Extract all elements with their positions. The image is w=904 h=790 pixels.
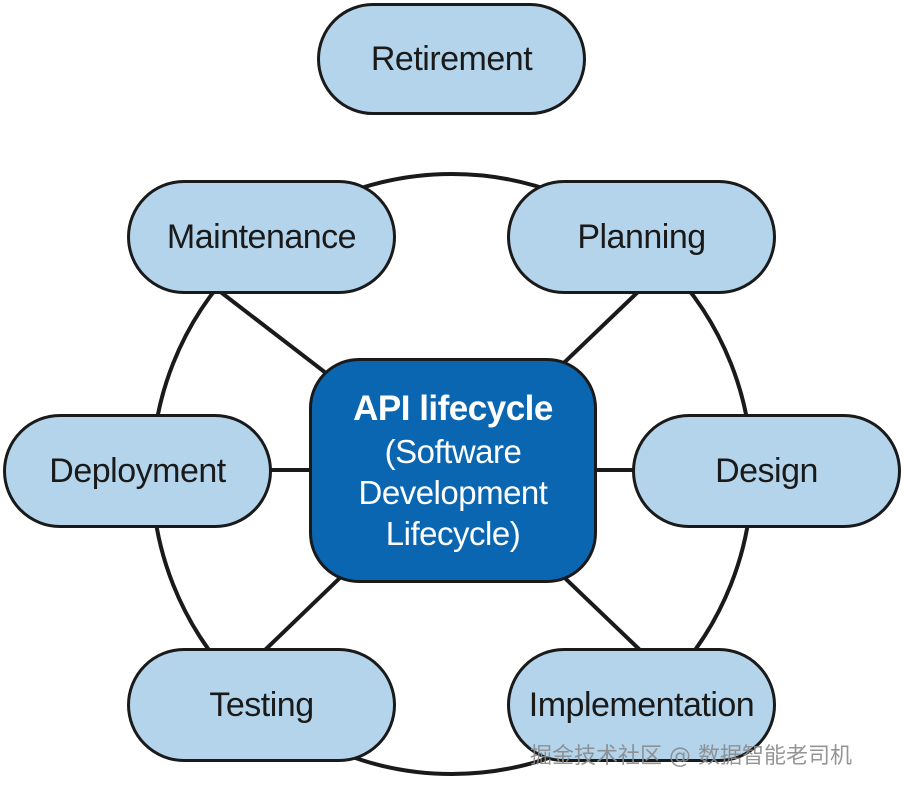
stage-implementation-label: Implementation	[528, 685, 755, 724]
stage-retirement-label: Retirement	[370, 39, 533, 78]
stage-planning-label: Planning	[577, 217, 706, 256]
stage-retirement: Retirement	[317, 3, 586, 115]
stage-deployment: Deployment	[3, 414, 272, 528]
center-subtitle-line: Lifecycle)	[385, 515, 521, 552]
center-subtitle-line: (Software	[384, 433, 522, 470]
stage-maintenance-label: Maintenance	[166, 217, 357, 256]
center-node-api-lifecycle: API lifecycle (Software Development Life…	[309, 358, 597, 583]
stage-testing: Testing	[127, 648, 396, 762]
stage-implementation: Implementation	[507, 648, 776, 762]
stage-deployment-label: Deployment	[49, 451, 226, 490]
stage-design: Design	[632, 414, 901, 528]
stage-design-label: Design	[715, 451, 818, 490]
center-title: API lifecycle	[353, 389, 553, 428]
watermark-text: 掘金技术社区 @ 数据智能老司机	[530, 744, 852, 769]
stage-testing-label: Testing	[209, 685, 314, 724]
stage-planning: Planning	[507, 180, 776, 294]
stage-maintenance: Maintenance	[127, 180, 396, 294]
center-subtitle-line: Development	[358, 474, 548, 511]
